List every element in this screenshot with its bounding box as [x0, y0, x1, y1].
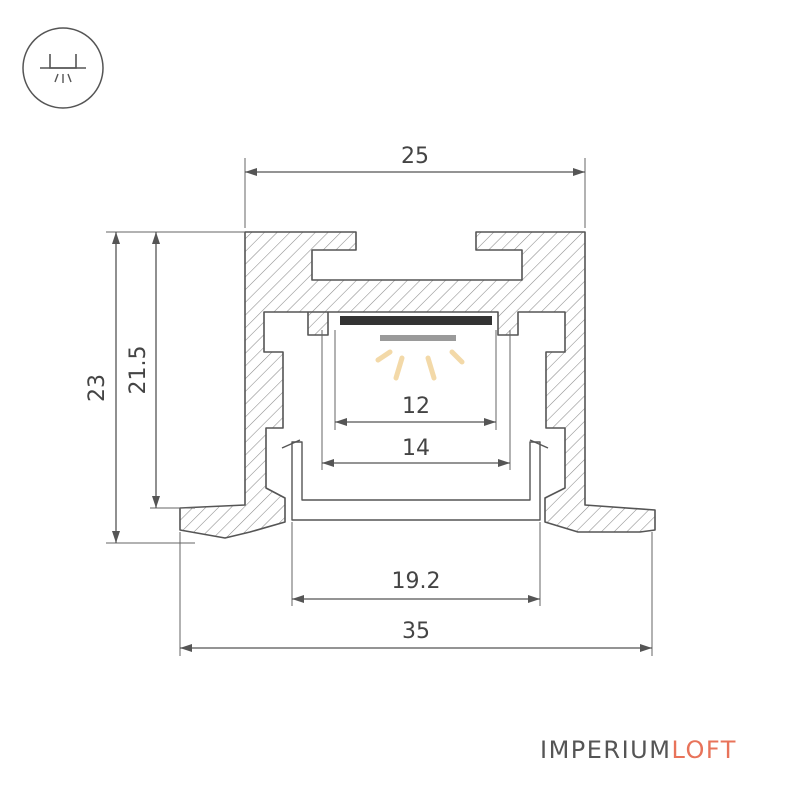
dim-led-width-label: 12: [402, 394, 430, 419]
brand-name-part1: IMPERIUM: [540, 736, 672, 764]
dim-height-total-label: 23: [85, 374, 110, 402]
dim-diffuser-width-label: 19.2: [392, 569, 441, 594]
led-strip: [340, 316, 492, 325]
extension-lines: [106, 158, 653, 656]
dim-top-width-label: 25: [401, 144, 429, 169]
led-chip: [380, 335, 456, 341]
profile-body: [179, 231, 656, 539]
ceiling-light-icon: [22, 27, 104, 109]
light-rays: [375, 349, 465, 381]
brand-logo: IMPERIUMLOFT: [540, 736, 737, 764]
diffuser: [291, 441, 541, 521]
brand-name-part2: LOFT: [671, 736, 737, 764]
dim-channel-width-label: 14: [402, 436, 430, 461]
dim-height-inner-label: 21.5: [126, 346, 151, 395]
dimension-lines: [112, 168, 652, 652]
dim-flange-width-label: 35: [402, 619, 430, 644]
